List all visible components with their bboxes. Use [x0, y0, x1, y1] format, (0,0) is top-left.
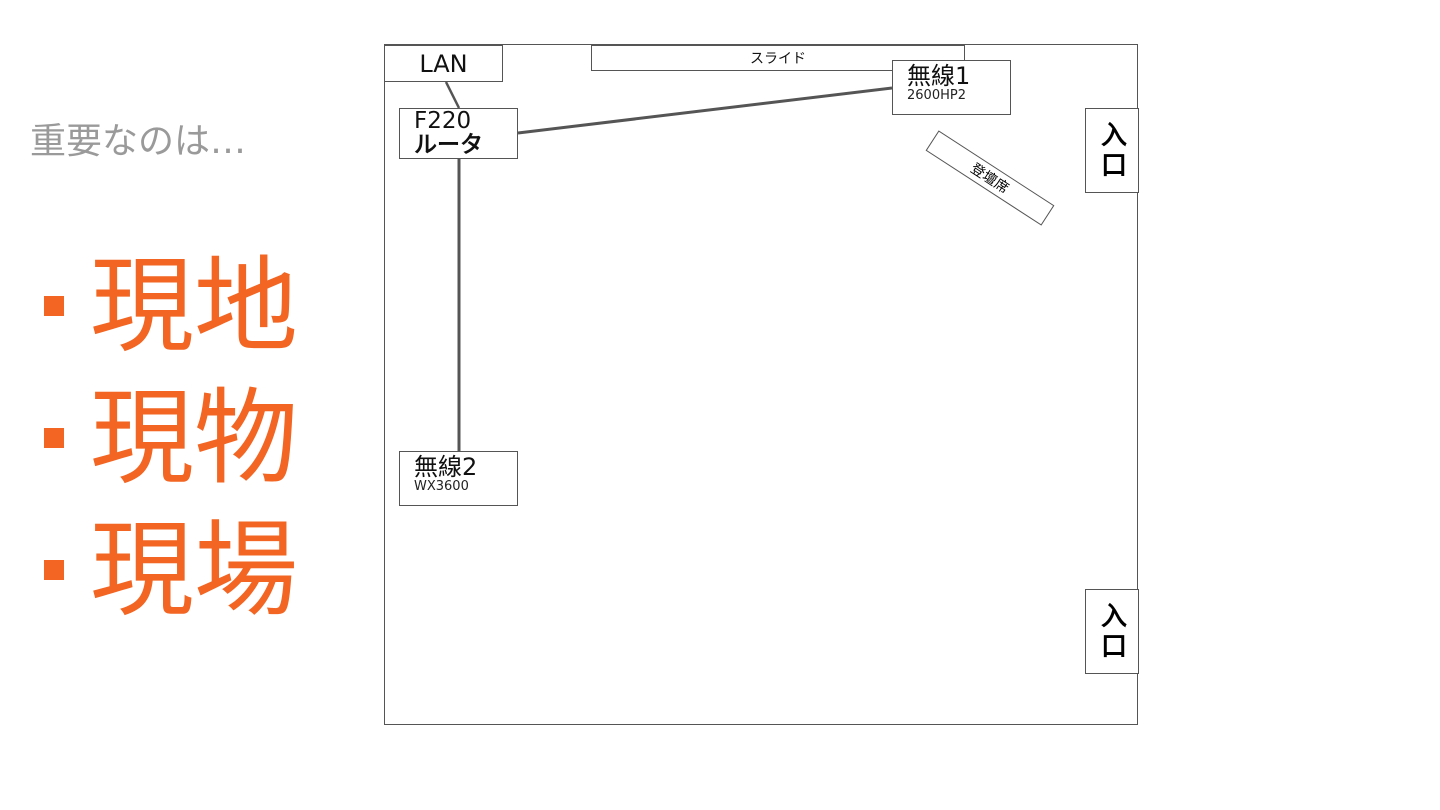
- bullet-text: 現地: [90, 245, 299, 367]
- entrance-bottom: 入口: [1085, 589, 1139, 674]
- floor-plan-outline: [384, 44, 1138, 725]
- slide-label: スライド: [750, 51, 806, 67]
- entrance-top: 入口: [1085, 108, 1139, 193]
- wireless-ap-1-box: 無線1 2600HP2: [892, 60, 1011, 115]
- ap2-model: WX3600: [414, 479, 469, 495]
- bullet-item: 現地: [44, 240, 298, 372]
- bullet-text: 現物: [90, 377, 299, 499]
- lan-label: LAN: [419, 49, 468, 78]
- ap1-model: 2600HP2: [907, 88, 966, 104]
- router-box: F220 ルータ: [399, 108, 518, 159]
- ap1-name: 無線1: [907, 62, 971, 90]
- entrance-bottom-label: 入口: [1096, 601, 1127, 662]
- bullet-text: 現場: [90, 509, 299, 631]
- ap2-name: 無線2: [414, 453, 478, 481]
- bullet-square-icon: [44, 296, 64, 316]
- bullet-item: 現場: [44, 504, 298, 636]
- lan-box: LAN: [384, 45, 503, 82]
- bullet-list: 現地 現物 現場: [44, 240, 298, 636]
- bullet-square-icon: [44, 560, 64, 580]
- entrance-top-label: 入口: [1096, 120, 1127, 181]
- bullet-item: 現物: [44, 372, 298, 504]
- bullet-square-icon: [44, 428, 64, 448]
- router-name: ルータ: [414, 132, 483, 159]
- wireless-ap-2-box: 無線2 WX3600: [399, 451, 518, 506]
- intro-heading: 重要なのは…: [30, 121, 247, 162]
- router-model: F220: [414, 108, 472, 134]
- slide-screen-box: スライド: [591, 45, 965, 71]
